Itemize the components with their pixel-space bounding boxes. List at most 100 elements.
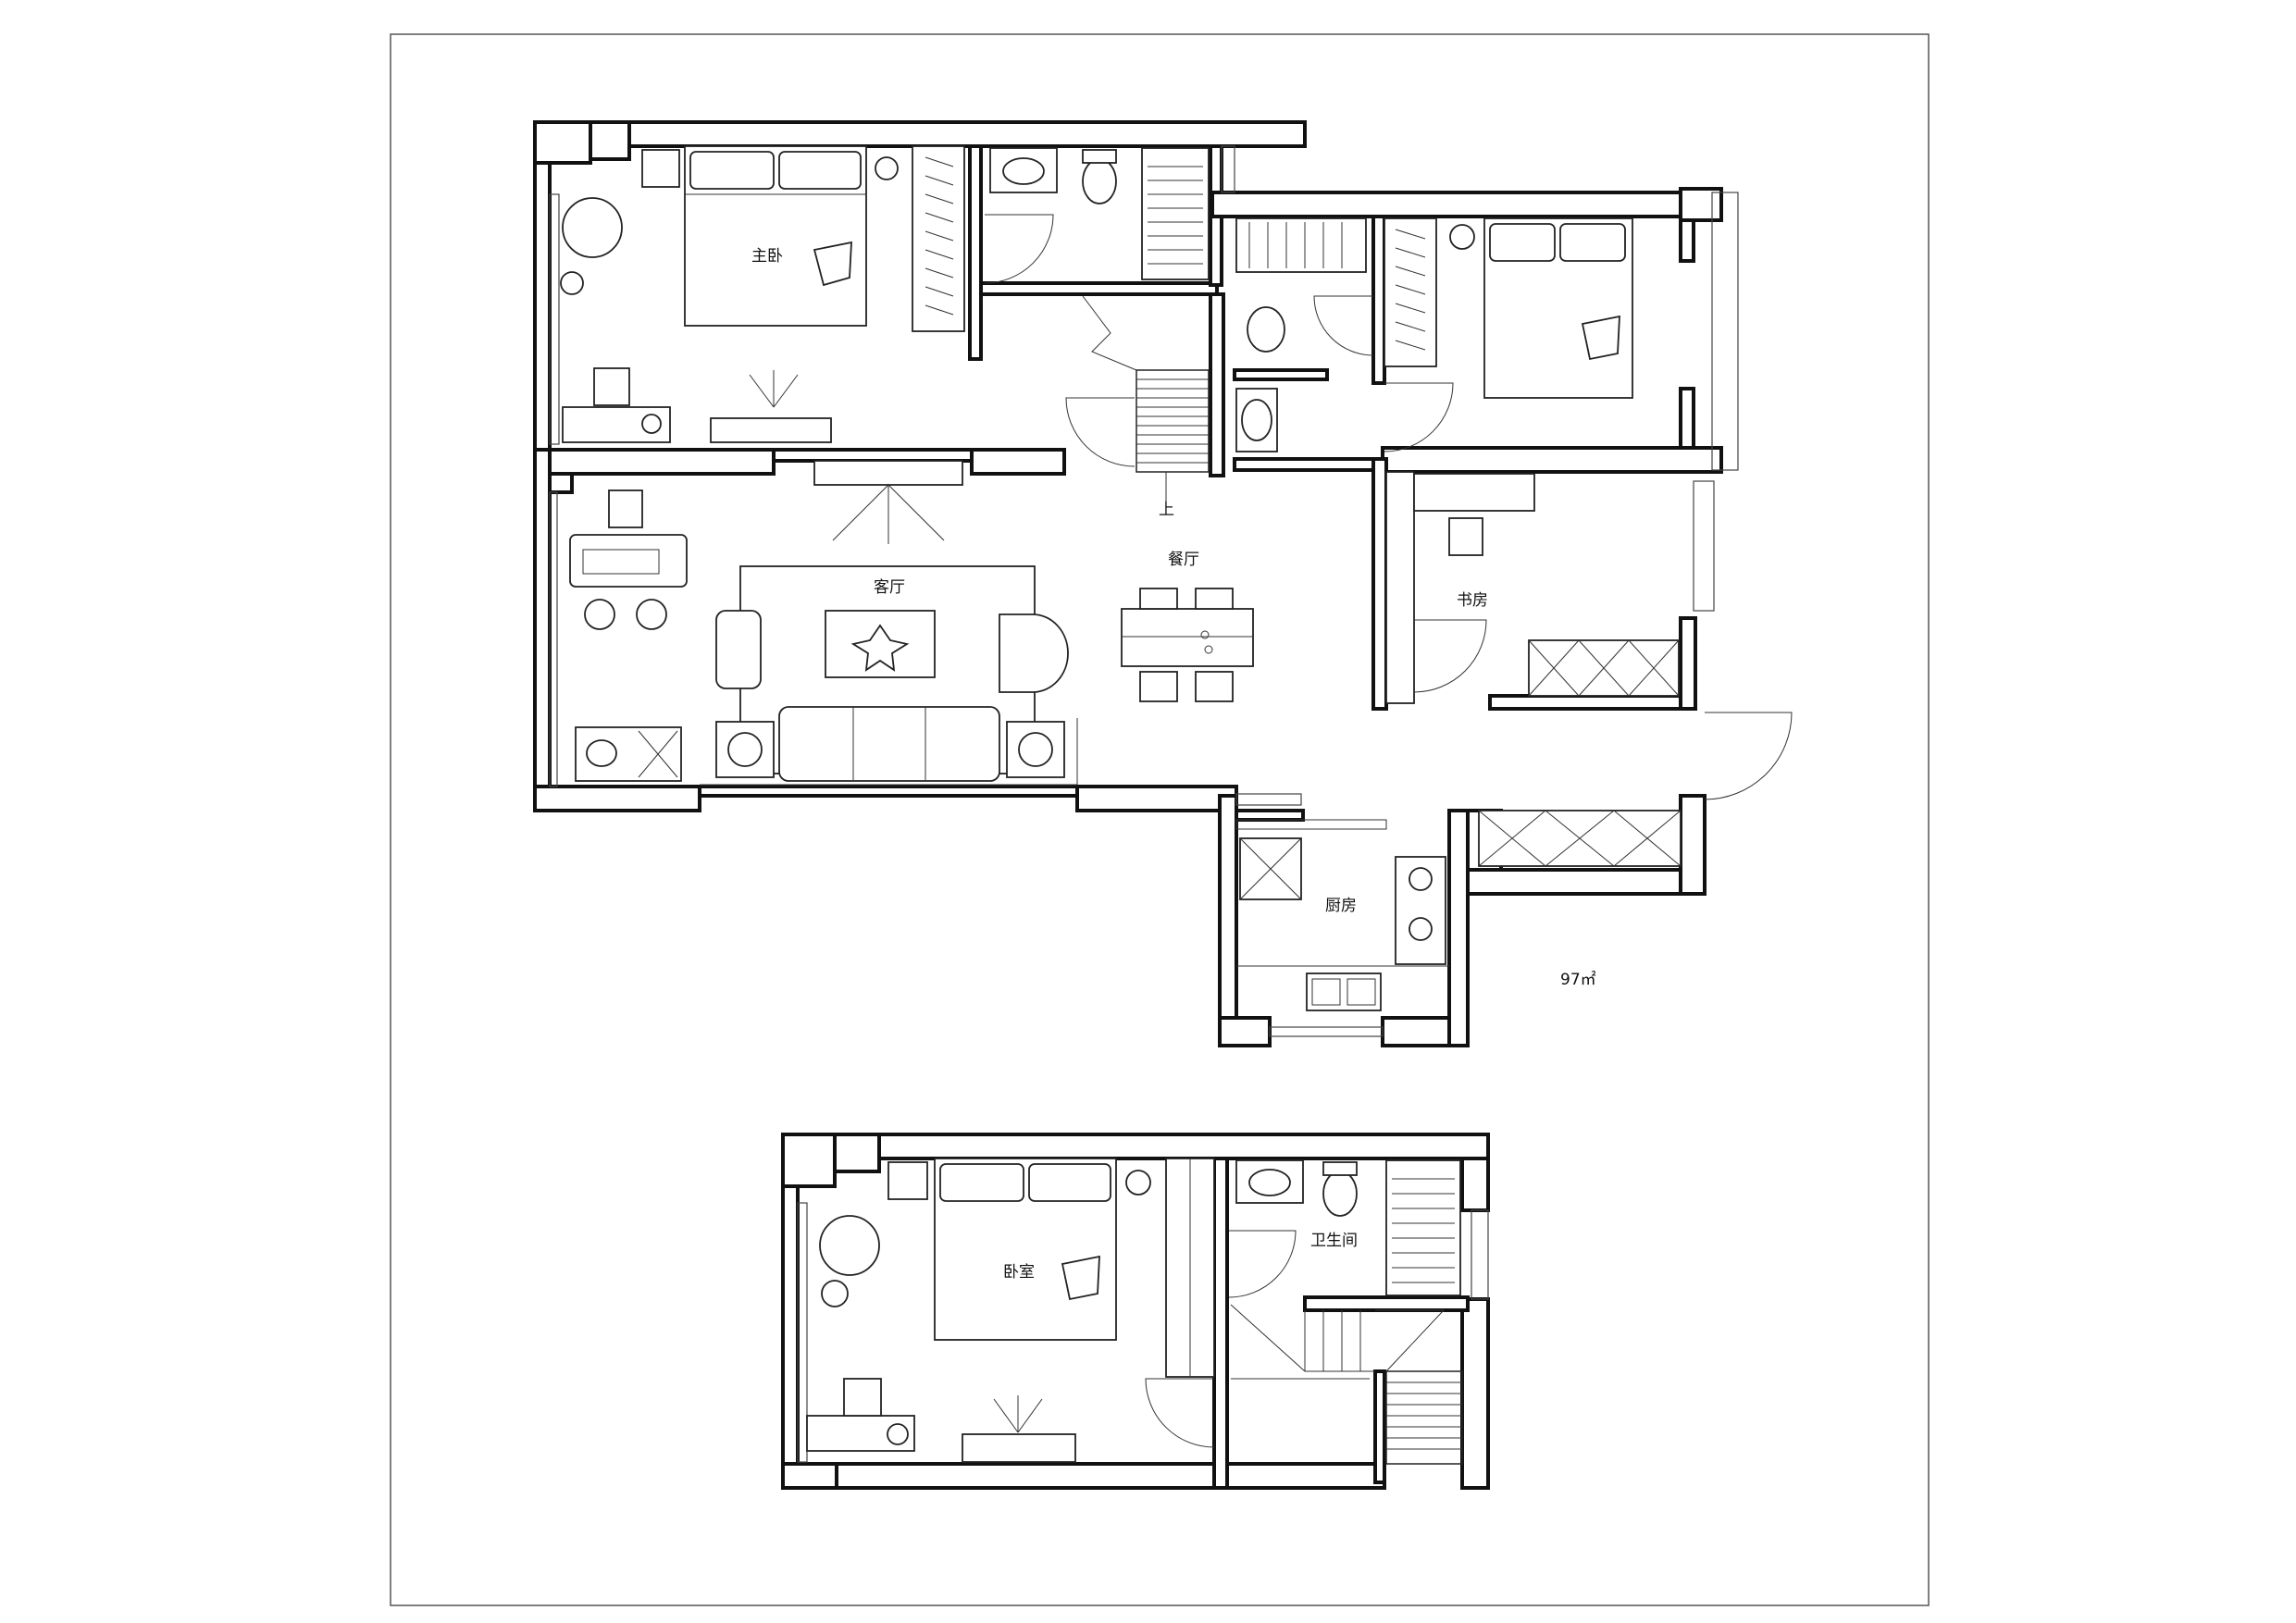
wall-study-left: [1371, 457, 1388, 711]
wall-master-living-3: [970, 448, 1066, 476]
pillow-icon: [689, 151, 775, 190]
lounge-chair-icon: [819, 1215, 880, 1276]
shower-icon: [1141, 147, 1210, 280]
toilet-icon: [1247, 306, 1285, 353]
basin-icon: [1241, 399, 1272, 441]
lamp-icon: [727, 732, 763, 767]
window-icon: [797, 1202, 808, 1463]
wall-entry-bottom-2: [1466, 868, 1706, 896]
wall-left-master: [533, 161, 552, 452]
chair-icon: [1139, 671, 1178, 702]
cushion-icon: [1581, 315, 1620, 361]
wall-top-right: [1210, 191, 1682, 218]
room-label-bedroom-upper: 卧室: [1003, 1263, 1035, 1282]
toilet-icon: [1322, 1171, 1358, 1217]
chair-icon: [1139, 588, 1178, 610]
pillow-icon: [1028, 1163, 1111, 1202]
shower-icon: [1385, 1159, 1461, 1296]
sink-icon: [1306, 973, 1382, 1011]
study: 书房: [1385, 471, 1680, 704]
window-icon: [1221, 145, 1235, 193]
wall-stair-divider-upper: [1373, 1369, 1386, 1484]
entry: [1478, 712, 1793, 867]
wall-kitchen-right: [1447, 809, 1470, 1047]
sofa-icon: [778, 706, 1000, 782]
wall-left-living-in: [548, 472, 574, 494]
burner-icon: [1409, 867, 1433, 891]
wall-kitchen-top: [1235, 809, 1305, 822]
wall-kitchen-bottom: [1218, 1016, 1272, 1047]
window-icon: [1235, 793, 1302, 806]
wall-master-living: [533, 448, 776, 476]
wall-stair-right: [1209, 292, 1225, 477]
wall-right-bedroom2-b: [1679, 387, 1695, 455]
toilet-tank-icon: [1322, 1161, 1358, 1176]
tv-cabinet-icon: [813, 460, 963, 486]
master-bedroom: 主卧: [560, 145, 965, 443]
wardrobe-icon: [1384, 217, 1437, 367]
wall-right-upper-2: [1460, 1297, 1490, 1490]
door-swing-icon: [1413, 619, 1487, 693]
wall-master-bath: [968, 144, 983, 361]
toilet-icon: [1082, 158, 1117, 204]
wall-bottom-living: [533, 785, 701, 812]
window-icon: [1471, 1209, 1489, 1300]
bar-counter-icon: [569, 534, 688, 588]
wall-column-upper-2: [833, 1133, 881, 1173]
pillow-icon: [939, 1163, 1024, 1202]
wall-column-top-left-2: [589, 120, 631, 161]
pillow-icon: [1489, 223, 1556, 262]
cushion-icon: [1061, 1255, 1100, 1301]
room-label-living-room: 客厅: [874, 578, 905, 597]
wall-bath-bottom-upper: [1303, 1295, 1470, 1312]
wall-top-upper: [781, 1133, 1490, 1160]
lamp-icon: [641, 414, 662, 434]
chair-icon: [593, 367, 630, 406]
chair-icon: [843, 1378, 882, 1417]
wall-left-living: [533, 448, 552, 812]
tv-icon: [962, 1433, 1076, 1463]
room-label-kitchen: 厨房: [1325, 897, 1357, 915]
wall-right-bedroom2: [1679, 218, 1695, 263]
bathtub-icon: [1235, 217, 1367, 273]
wall-top-master: [533, 120, 1307, 148]
door-swing-icon: [1065, 397, 1136, 467]
dining-room: 餐厅: [1121, 551, 1254, 702]
dining-table-icon: [1121, 608, 1254, 667]
plant-icon: [821, 1280, 849, 1307]
door-swing-icon: [1228, 1230, 1297, 1298]
stool-icon: [636, 599, 667, 630]
living-room: 客厅: [700, 460, 1078, 786]
pillow-icon: [778, 151, 862, 190]
basin-icon: [1002, 157, 1045, 185]
chair-icon: [1195, 588, 1234, 610]
wall-column-top-left: [533, 120, 592, 165]
room-label-master-bedroom: 主卧: [751, 247, 783, 266]
pillow-icon: [1559, 223, 1626, 262]
wall-partition-upper: [1212, 1157, 1229, 1490]
wall-study-bottom: [1488, 694, 1682, 711]
window-icon: [1711, 192, 1739, 471]
nightstand-icon: [641, 149, 680, 188]
door-swing-icon: [1313, 295, 1374, 356]
basin-icon: [1248, 1169, 1291, 1196]
wall-bed2-study: [1381, 446, 1723, 474]
sink-icon: [586, 739, 617, 767]
area-label: 97㎡: [1560, 971, 1596, 989]
toilet-tank-icon: [1082, 149, 1117, 164]
bookshelf-icon: [1385, 471, 1415, 704]
wall-column-top-right: [1679, 187, 1723, 222]
kitchen: 厨房: [1235, 819, 1449, 1011]
decor-icon: [850, 624, 910, 672]
wall-bottom-living-3: [1075, 785, 1238, 812]
lamp-icon: [1125, 1170, 1151, 1196]
room-label-bathroom-upper: 卫生间: [1310, 1232, 1358, 1250]
nightstand-icon: [887, 1161, 928, 1200]
wall-left-upper: [781, 1184, 800, 1484]
sink-icon: [989, 147, 1058, 193]
drawing-frame: [390, 33, 1930, 1606]
stairs-icon: [1385, 1370, 1463, 1465]
wall-study-right: [1679, 616, 1697, 711]
lamp-icon: [875, 156, 899, 180]
